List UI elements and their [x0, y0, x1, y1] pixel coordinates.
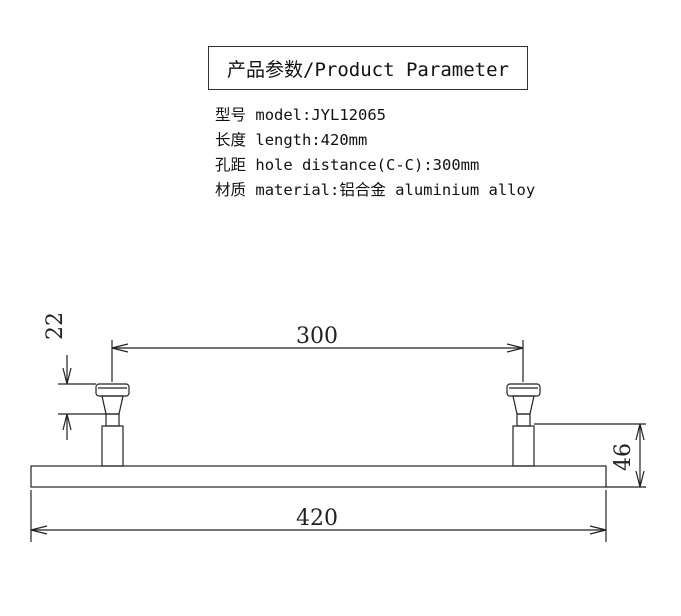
param-value: model:JYL12065 — [255, 106, 387, 124]
param-value: hole distance(C-C):300mm — [255, 156, 480, 174]
param-value: material:铝合金 aluminium alloy — [255, 181, 536, 199]
dimension-label-46: 46 — [611, 443, 636, 471]
param-label: 型号 — [215, 106, 247, 124]
right-post — [506, 383, 541, 467]
param-hole-distance: 孔距 hole distance(C-C):300mm — [215, 153, 535, 178]
dimension-label-22: 22 — [43, 312, 68, 340]
param-label: 材质 — [215, 181, 247, 199]
dimension-22 — [58, 355, 106, 440]
param-material: 材质 material:铝合金 aluminium alloy — [215, 178, 535, 203]
page-title: 产品参数/Product Parameter — [227, 58, 509, 81]
dimension-label-300: 300 — [296, 324, 338, 349]
dimension-300 — [111, 340, 524, 382]
param-model: 型号 model:JYL12065 — [215, 103, 535, 128]
dimension-label-420: 420 — [296, 506, 338, 531]
param-length: 长度 length:420mm — [215, 128, 535, 153]
dimension-46 — [534, 423, 646, 488]
param-label: 孔距 — [215, 156, 247, 174]
dimension-420 — [30, 490, 607, 542]
parameter-list: 型号 model:JYL12065 长度 length:420mm 孔距 hol… — [215, 103, 535, 203]
left-post — [95, 383, 130, 467]
param-label: 长度 — [215, 131, 247, 149]
param-value: length:420mm — [255, 131, 368, 149]
handle-bar — [30, 465, 607, 488]
title-box: 产品参数/Product Parameter — [208, 46, 528, 90]
